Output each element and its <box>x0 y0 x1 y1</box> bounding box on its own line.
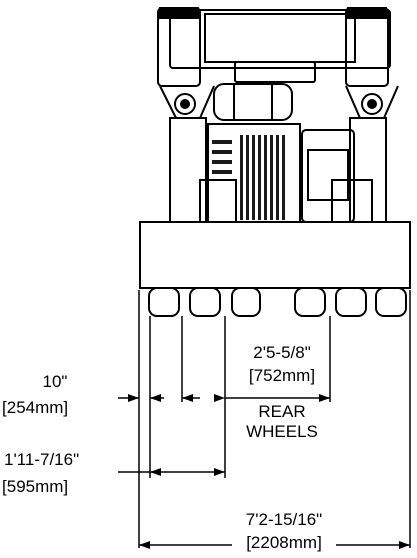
right-cylinder <box>361 93 383 115</box>
ten-inch-imperial: 10" <box>42 372 68 391</box>
overall-width-imperial: 7'2-15/16" <box>245 510 323 529</box>
top-panel <box>204 13 356 63</box>
right-pillar <box>345 7 389 87</box>
right-panel <box>307 149 349 201</box>
mast <box>234 61 316 83</box>
right-pillar-cap <box>347 7 387 19</box>
rear-wheels-imperial: 2'5-5/8" <box>253 343 311 362</box>
left-pillar-cap <box>159 7 199 19</box>
wheel-1 <box>148 287 180 317</box>
arrow-gap-left <box>182 394 193 402</box>
overall-width-metric-wrap: [2208mm] <box>246 533 322 552</box>
wheel-6 <box>375 287 407 317</box>
ten-inch-metric-wrap: [254mm] <box>2 398 69 417</box>
grille-hatching <box>212 135 285 220</box>
track-width-imperial: 1'11-7/16" <box>4 450 80 469</box>
wheel-3 <box>231 287 261 317</box>
arrow-ten-left <box>128 394 139 402</box>
base-box <box>139 221 411 289</box>
arrow-gap-mid <box>214 394 225 402</box>
arrow-overall-right <box>399 541 410 549</box>
arrow-ten-right <box>150 394 161 402</box>
arrow-overall-left <box>139 541 150 549</box>
rear-wheels-caption-2: WHEELS <box>246 422 318 441</box>
track-width-metric: 595mm <box>6 477 64 496</box>
wheel-5 <box>335 287 367 317</box>
left-cylinder <box>174 93 196 115</box>
arrow-gap-right <box>319 394 330 402</box>
overall-width-metric: 2208mm <box>250 533 318 552</box>
rear-wheels-metric: 752mm <box>253 366 311 385</box>
top-frame <box>169 9 391 69</box>
arrow-track-right <box>214 468 225 476</box>
right-cylinder-pin <box>367 99 377 109</box>
wheel-2 <box>189 287 221 317</box>
arrow-track-left <box>150 468 161 476</box>
wheel-4 <box>294 287 326 317</box>
dimension-arrowheads <box>128 394 410 549</box>
rear-wheels-metric-wrap: [752mm] <box>248 366 316 385</box>
track-width-metric-wrap: [595mm] <box>2 477 69 496</box>
left-pillar <box>157 7 201 87</box>
right-compartment <box>301 129 355 223</box>
left-cylinder-pin <box>180 99 190 109</box>
ten-inch-metric: 254mm <box>6 398 64 417</box>
rear-wheels-caption-1: REAR <box>258 402 306 421</box>
dimension-lines <box>118 290 411 548</box>
engine-cylinder <box>213 83 293 121</box>
right-arm <box>349 117 387 223</box>
machine-base <box>139 221 411 317</box>
